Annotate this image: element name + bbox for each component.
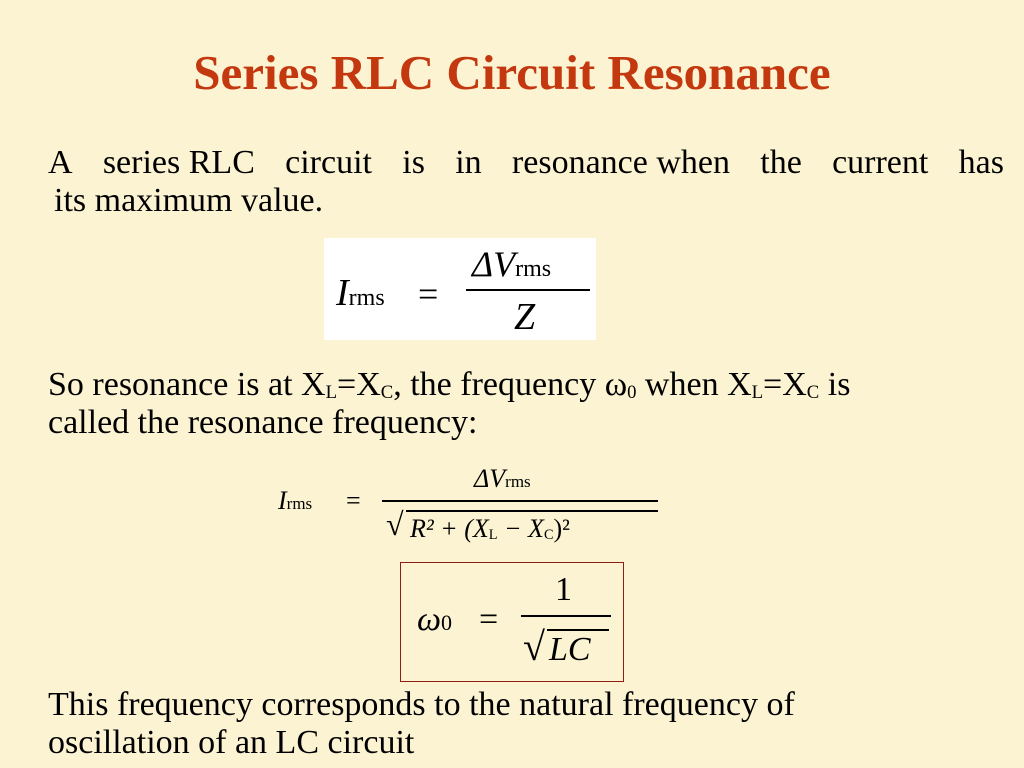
paragraph-line: oscillation of an LC circuit	[48, 724, 415, 761]
fraction-bar	[382, 500, 658, 502]
sqrt-sign: √	[386, 506, 404, 542]
eq-numerator: 1	[555, 571, 572, 608]
radical-overline	[406, 510, 658, 512]
eq-equals: =	[418, 274, 439, 314]
word: current	[832, 144, 929, 181]
word: the	[760, 144, 802, 181]
paragraph-line: its maximum value.	[54, 182, 324, 219]
eq-lhs-subscript: 0	[441, 610, 453, 635]
paragraph-line: This frequency corresponds to the natura…	[48, 686, 795, 723]
paragraph-resonance-definition: A series RLC circuit is in resonance whe…	[48, 144, 1004, 220]
eq-equals: =	[479, 601, 499, 638]
word: is	[402, 144, 425, 181]
sqrt-sign: √	[523, 624, 545, 669]
eq-radicand: R² + (XL − XC)²	[410, 514, 570, 544]
equation-irms-impedance: Irms = ΔVrms √ R² + (XL − XC)²	[278, 460, 668, 552]
eq-numerator-subscript: rms	[505, 472, 531, 491]
eq-numerator: ΔVrms	[472, 244, 552, 284]
eq-numerator: ΔVrms	[474, 464, 531, 493]
eq-lhs: ω0	[417, 601, 453, 638]
fraction-bar	[521, 615, 611, 617]
eq-lhs: Irms	[278, 486, 313, 515]
eq-lhs-subscript: rms	[286, 494, 313, 513]
fraction-bar	[466, 289, 590, 291]
word: in	[455, 144, 482, 181]
slide-title: Series RLC Circuit Resonance	[193, 45, 831, 100]
eq-denominator: Z	[514, 296, 536, 338]
eq-numerator-subscript: rms	[515, 256, 552, 282]
radical-overline	[547, 629, 609, 631]
paragraph-line: A series RLC circuit is in resonance whe…	[48, 144, 1004, 182]
eq-radicand: LC	[549, 631, 591, 668]
equation-irms-over-z: Irms = ΔVrms Z	[324, 238, 596, 340]
word: resonance when	[511, 144, 730, 181]
equation-resonance-frequency-box: ω0 = 1 √ LC	[400, 562, 624, 682]
paragraph-resonance-condition: So resonance is at XL=XC, the frequency …	[48, 366, 1004, 442]
eq-lhs: Irms	[336, 272, 385, 314]
eq-lhs-subscript: rms	[348, 285, 385, 311]
word: series RLC	[102, 144, 255, 181]
paragraph-natural-frequency: This frequency corresponds to the natura…	[48, 686, 1004, 762]
word: A	[48, 144, 73, 181]
paragraph-line: called the resonance frequency:	[48, 404, 478, 441]
word: circuit	[285, 144, 372, 181]
word: has	[958, 144, 1004, 181]
eq-equals: =	[346, 486, 361, 515]
paragraph-line: So resonance is at XL=XC, the frequency …	[48, 366, 851, 403]
